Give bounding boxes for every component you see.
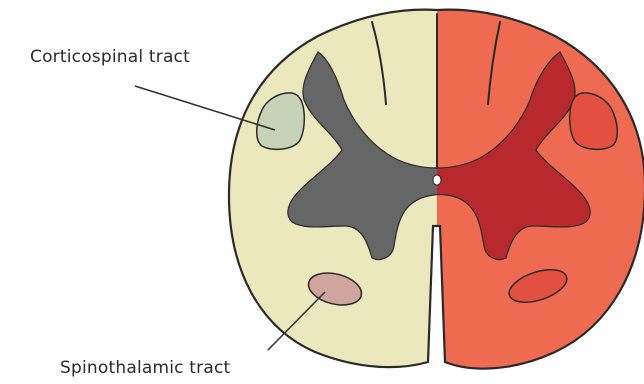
central-canal xyxy=(433,175,441,185)
corticospinal-tract-label: Corticospinal tract xyxy=(30,47,190,67)
spinothalamic-tract-label: Spinothalamic tract xyxy=(60,358,230,378)
